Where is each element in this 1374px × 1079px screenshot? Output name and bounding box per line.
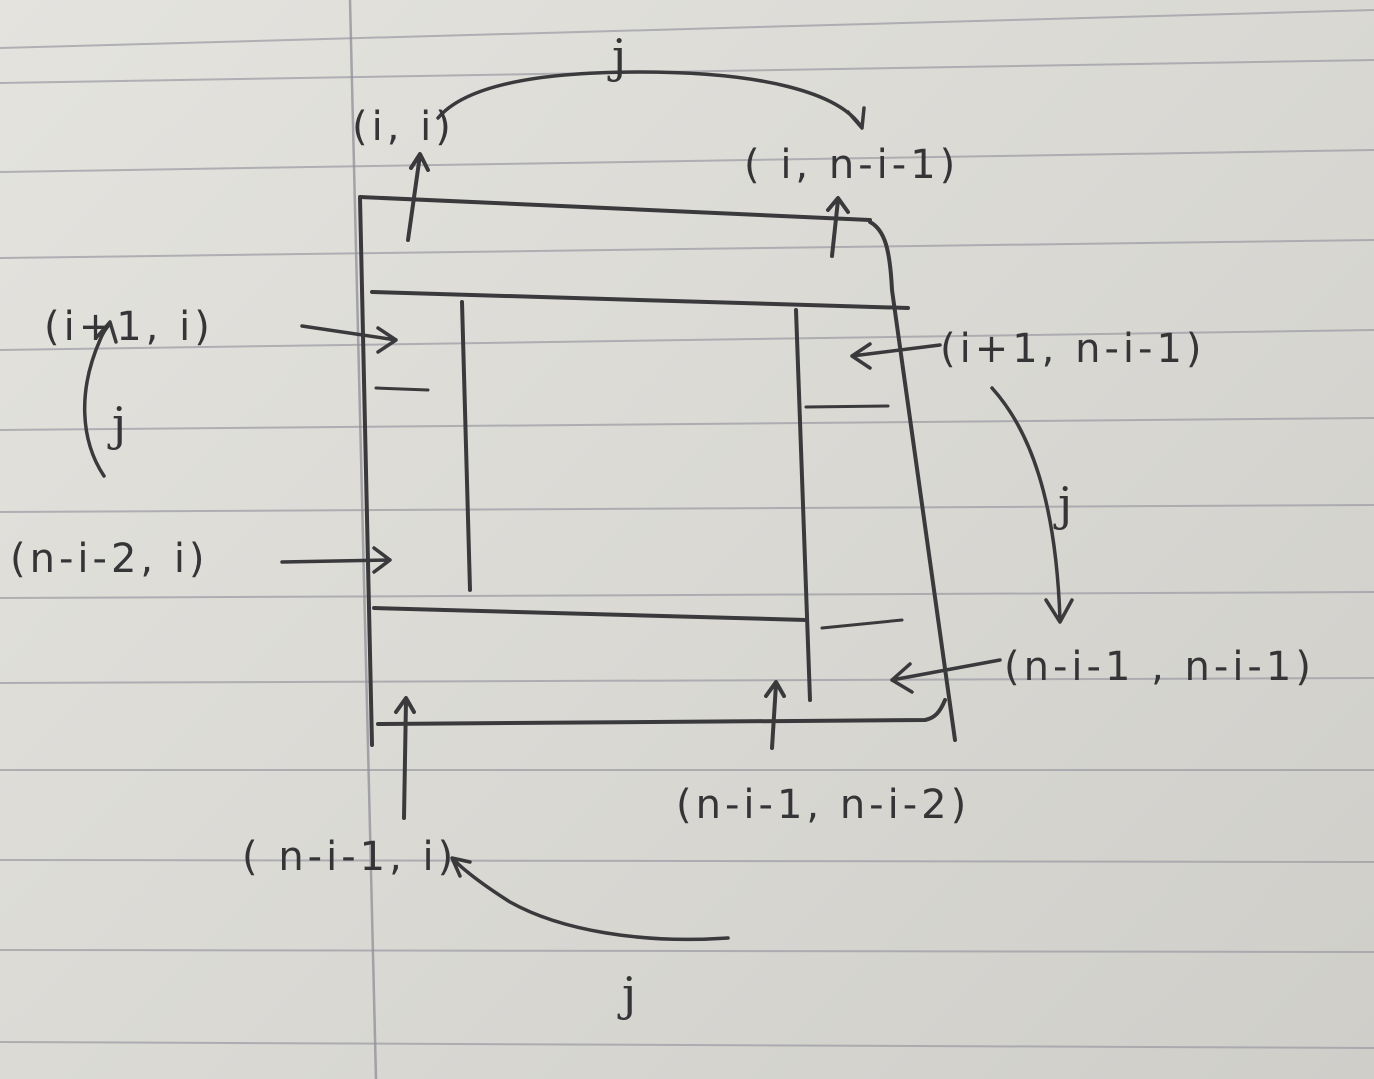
j-arrow-bottom xyxy=(450,856,730,942)
label-right-upper: (i+1, n-i-1) xyxy=(940,326,1206,372)
outer-square xyxy=(358,195,957,747)
arrow-up-bottom-left xyxy=(394,696,416,820)
label-top-left: (i, i) xyxy=(352,104,455,150)
loop-index-top: j xyxy=(607,29,626,83)
j-arrow-left xyxy=(82,320,118,478)
arrow-up-bottom-right xyxy=(764,680,786,750)
arrow-left-right-lower xyxy=(890,658,1002,694)
loop-index-right: j xyxy=(1053,477,1072,531)
j-arrow-top xyxy=(436,70,866,130)
arrow-up-top-right xyxy=(826,196,850,258)
label-left-upper: (i+1, i) xyxy=(44,304,214,350)
label-right-lower: (n-i-1 , n-i-1) xyxy=(1004,644,1315,690)
arrow-left-right-upper xyxy=(850,342,942,370)
arrow-right-left-lower xyxy=(280,546,392,574)
traversal-arrows xyxy=(82,70,1074,942)
margin-line xyxy=(348,0,378,1079)
arrow-right-left-upper xyxy=(300,324,398,354)
label-bottom-right: (n-i-1, n-i-2) xyxy=(676,782,970,828)
inner-square xyxy=(370,290,910,702)
label-left-lower: (n-i-2, i) xyxy=(10,536,209,582)
arrow-up-top-left xyxy=(406,152,430,242)
label-top-right: ( i, n-i-1) xyxy=(744,142,959,188)
j-arrow-right xyxy=(990,386,1074,624)
loop-index-left: j xyxy=(107,397,126,451)
loop-index-bottom: j xyxy=(617,967,636,1021)
corner-arrows xyxy=(280,152,1002,820)
label-bottom-left: ( n-i-1, i) xyxy=(242,834,457,880)
